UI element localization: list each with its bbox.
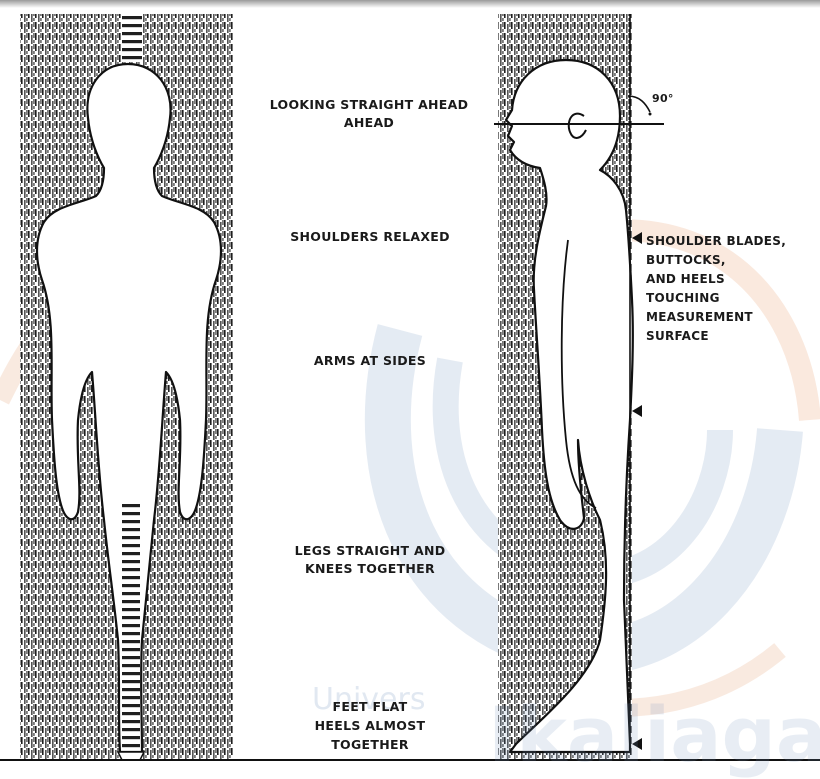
label-feet-line1: FEET FLAT (250, 697, 490, 716)
label-feet-flat: FEET FLAT HEELS ALMOST TOGETHER (250, 697, 490, 754)
label-contact-line1: SHOULDER BLADES, (646, 232, 818, 251)
buttocks-contact-marker (632, 405, 642, 417)
label-contact-line5: MEASUREMENT (646, 308, 818, 327)
label-legs-line1: LEGS STRAIGHT AND (250, 542, 490, 560)
label-contact-points: SHOULDER BLADES, BUTTOCKS, AND HEELS TOU… (646, 232, 818, 346)
angle-dot (649, 113, 652, 116)
watermark-text-large: Ikaliaga (488, 690, 820, 779)
label-shoulders-text: SHOULDERS RELAXED (250, 228, 490, 246)
label-feet-line2: HEELS ALMOST (250, 716, 490, 735)
label-legs-straight: LEGS STRAIGHT AND KNEES TOGETHER (250, 542, 490, 578)
label-legs-line2: KNEES TOGETHER (250, 560, 490, 578)
label-angle-90: 90° (652, 90, 674, 108)
label-looking-ahead: LOOKING STRAIGHT AHEAD AHEAD (244, 96, 494, 132)
front-feet (118, 752, 144, 760)
label-contact-line2: BUTTOCKS, (646, 251, 818, 270)
label-contact-line3: AND HEELS (646, 270, 818, 289)
label-shoulders-relaxed: SHOULDERS RELAXED (250, 228, 490, 246)
label-looking-line1: LOOKING STRAIGHT AHEAD (244, 96, 494, 114)
label-looking-line2: AHEAD (244, 114, 494, 132)
label-contact-line6: SURFACE (646, 327, 818, 346)
label-arms-at-sides: ARMS AT SIDES (250, 352, 490, 370)
leg-gap-stripes (122, 500, 140, 750)
label-arms-text: ARMS AT SIDES (250, 352, 490, 370)
label-contact-line4: TOUCHING (646, 289, 818, 308)
head-top-stripes (122, 14, 142, 62)
label-feet-line3: TOGETHER (250, 735, 490, 754)
